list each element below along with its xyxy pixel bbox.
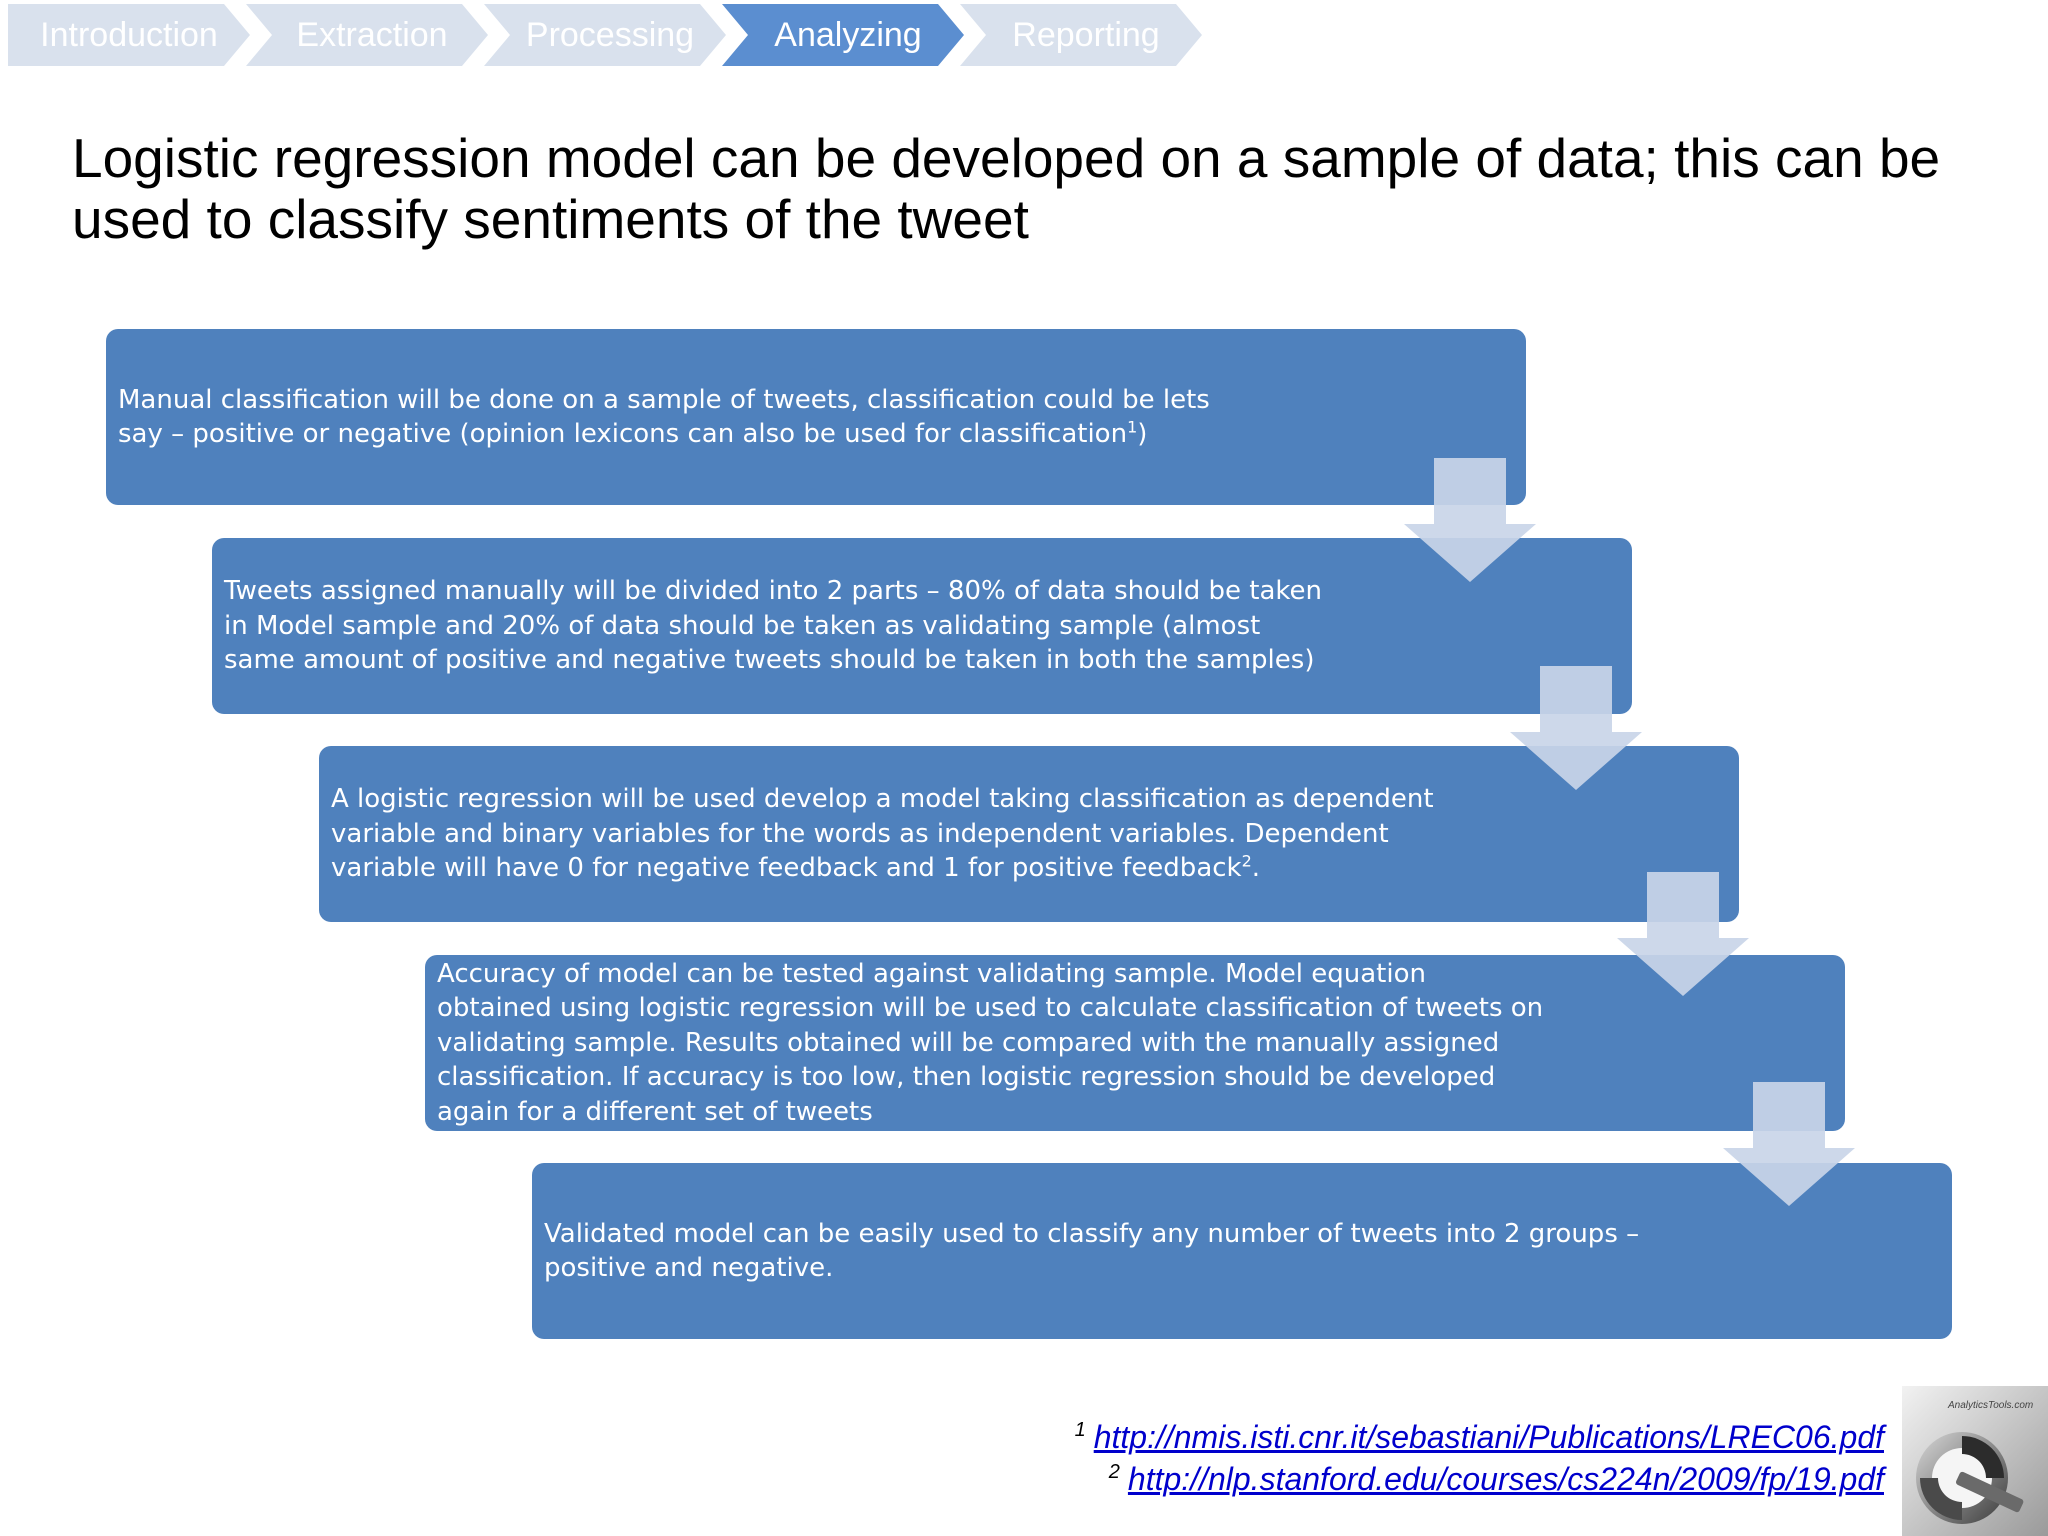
step-3-text-end: . bbox=[1251, 853, 1261, 884]
step-1-text-end: ) bbox=[1137, 419, 1148, 449]
process-step-4: Accuracy of model can be tested against … bbox=[425, 955, 1845, 1131]
down-arrow-icon bbox=[1723, 1082, 1855, 1206]
slide-title: Logistic regression model can be develop… bbox=[72, 127, 1941, 250]
down-arrow-icon bbox=[1510, 666, 1642, 790]
process-step-3: A logistic regression will be used devel… bbox=[319, 746, 1739, 922]
down-arrow-icon bbox=[1404, 458, 1536, 582]
footnote-2: 2 http://nlp.stanford.edu/courses/cs224n/… bbox=[1075, 1458, 1884, 1500]
logo-lettering: AnalyticsTools.com bbox=[1947, 1400, 2033, 1411]
footnote-2-link[interactable]: http://nlp.stanford.edu/courses/cs224n/2… bbox=[1127, 1461, 1884, 1497]
breadcrumb-step-reporting[interactable]: Reporting bbox=[960, 4, 1202, 66]
step-3-footnote-ref: 2 bbox=[1241, 851, 1252, 871]
footnote-1: 1 http://nmis.isti.cnr.it/sebastiani/Publ… bbox=[1075, 1416, 1884, 1458]
step-1-text: Manual classification will be done on a … bbox=[118, 384, 1210, 450]
step-2-text: Tweets assigned manually will be divided… bbox=[224, 576, 1323, 676]
process-step-2: Tweets assigned manually will be divided… bbox=[212, 538, 1632, 714]
footnote-2-number: 2 bbox=[1108, 1461, 1120, 1484]
down-arrow-icon bbox=[1617, 872, 1749, 996]
breadcrumb-step-analyzing[interactable]: Analyzing bbox=[722, 4, 964, 66]
footnote-1-link[interactable]: http://nmis.isti.cnr.it/sebastiani/Publi… bbox=[1093, 1419, 1884, 1455]
process-step-5: Validated model can be easily used to cl… bbox=[532, 1163, 1952, 1339]
breadcrumb: Introduction Extraction Processing Analy… bbox=[8, 4, 1228, 66]
footnotes: 1 http://nmis.isti.cnr.it/sebastiani/Publ… bbox=[1075, 1416, 1884, 1500]
breadcrumb-step-introduction[interactable]: Introduction bbox=[8, 4, 250, 66]
breadcrumb-step-extraction[interactable]: Extraction bbox=[246, 4, 488, 66]
process-step-1: Manual classification will be done on a … bbox=[106, 329, 1526, 505]
step-5-text: Validated model can be easily used to cl… bbox=[544, 1218, 1640, 1284]
breadcrumb-step-processing[interactable]: Processing bbox=[484, 4, 726, 66]
footnote-1-number: 1 bbox=[1074, 1419, 1086, 1442]
step-1-footnote-ref: 1 bbox=[1127, 417, 1138, 437]
step-4-text: Accuracy of model can be tested against … bbox=[437, 958, 1544, 1127]
analytics-logo-icon: AnalyticsTools.com bbox=[1902, 1386, 2048, 1536]
step-3-text: A logistic regression will be used devel… bbox=[331, 784, 1434, 884]
